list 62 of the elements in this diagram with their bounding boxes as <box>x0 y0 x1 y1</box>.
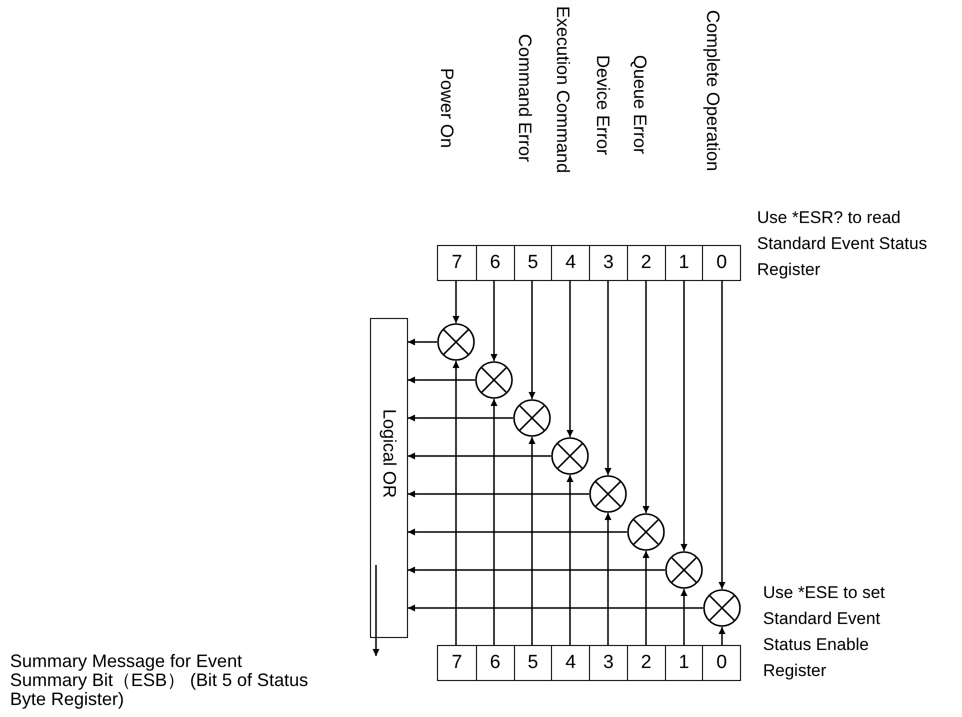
arrow <box>642 551 650 645</box>
arrow <box>566 475 574 645</box>
register-box <box>437 645 741 681</box>
arrow <box>604 513 612 645</box>
arrow <box>372 565 380 656</box>
arrow <box>408 414 513 422</box>
bit-cell: 0 <box>702 646 740 680</box>
bit-cell: 2 <box>626 646 664 680</box>
arrow <box>566 281 574 437</box>
bit-label: Device Error <box>593 55 613 156</box>
arrow <box>452 361 460 645</box>
arrow <box>452 281 460 323</box>
arrow <box>528 437 536 645</box>
arrow <box>680 281 688 551</box>
logic-block <box>370 318 408 638</box>
arrow <box>490 399 498 645</box>
bit-label: Execution Command <box>553 6 573 174</box>
multiplier-symbol <box>665 551 703 589</box>
bit-label: Command Error <box>515 34 535 162</box>
arrow <box>408 452 551 460</box>
multiplier-symbol <box>589 475 627 513</box>
multiplier-symbol <box>627 513 665 551</box>
arrow <box>408 490 589 498</box>
register-box <box>437 245 741 281</box>
bit-cell: 3 <box>589 246 627 280</box>
bit-cell: 7 <box>438 246 476 280</box>
arrow <box>642 281 650 513</box>
multiplier-symbol <box>551 437 589 475</box>
output-note: Summary Message for Event Summary Bit（ESB） (Bit 5 of Status Byte Register) <box>10 652 310 709</box>
arrow <box>408 376 475 384</box>
bit-cell: 4 <box>551 246 589 280</box>
bit-cell: 4 <box>551 646 589 680</box>
bit-cell: 7 <box>438 646 476 680</box>
bit-label: Queue Error <box>630 55 650 154</box>
register-note: Use *ESE to set Standard Event Status Enable Register <box>763 582 886 682</box>
bit-label: Power On <box>437 68 457 148</box>
arrow <box>408 604 703 612</box>
bit-cell: 5 <box>514 646 552 680</box>
bit-cell: 6 <box>476 246 514 280</box>
multiplier-symbol <box>513 399 551 437</box>
bit-cell: 5 <box>514 246 552 280</box>
arrow <box>718 281 726 589</box>
arrow <box>408 566 665 574</box>
multiplier-symbol <box>703 589 741 627</box>
register-note: Use *ESR? to read Standard Event Status Register <box>757 207 928 281</box>
arrow <box>718 627 726 645</box>
logic-label: Logical OR <box>378 409 400 498</box>
bit-cell: 3 <box>589 646 627 680</box>
arrow <box>604 281 612 475</box>
multiplier-symbol <box>475 361 513 399</box>
bit-cell: 6 <box>476 646 514 680</box>
bit-label: Complete Operation <box>703 10 723 172</box>
bit-cell: 2 <box>626 246 664 280</box>
arrow <box>680 589 688 645</box>
arrow <box>408 338 437 346</box>
arrow <box>408 528 627 536</box>
multiplier-symbol <box>437 323 475 361</box>
bit-cell: 1 <box>664 246 702 280</box>
arrow <box>490 281 498 361</box>
arrow <box>528 281 536 399</box>
bit-cell: 0 <box>702 246 740 280</box>
bit-cell: 1 <box>664 646 702 680</box>
